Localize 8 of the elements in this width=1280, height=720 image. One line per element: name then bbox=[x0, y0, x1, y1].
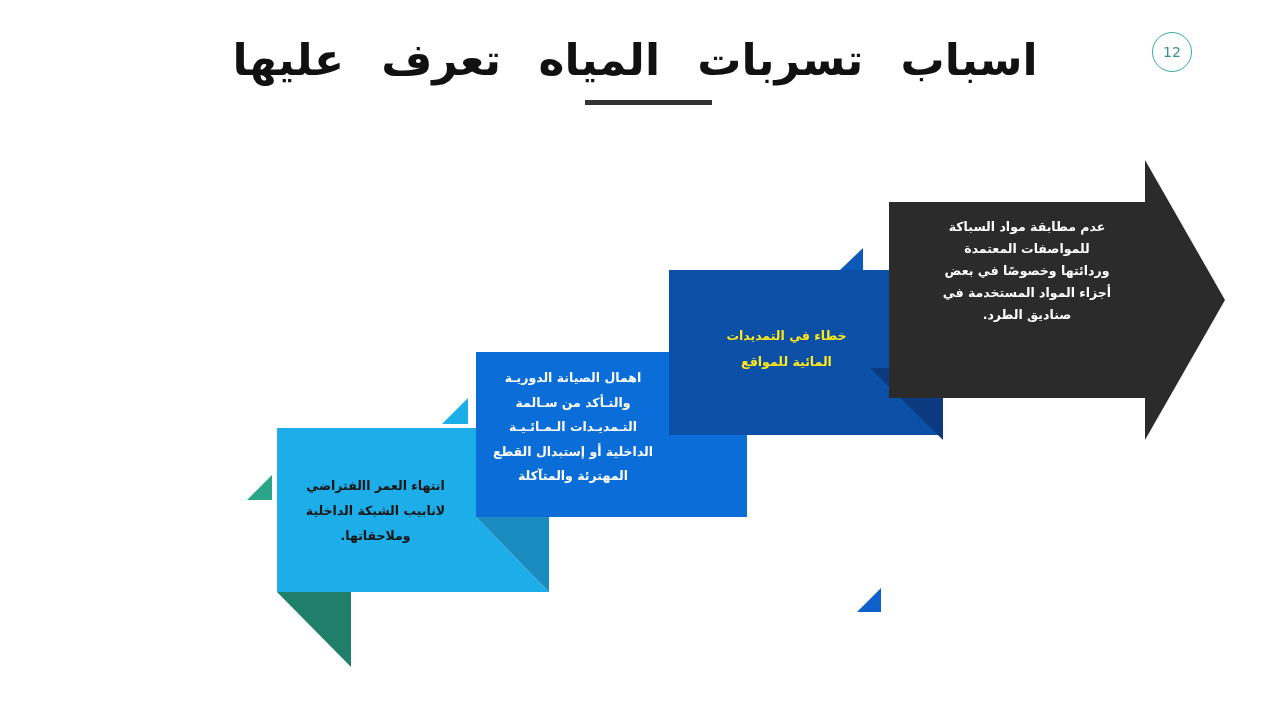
step-box bbox=[277, 428, 476, 592]
step-text: انتهاء العمر االفتراضي لانابيب الشبكة الداخلية وملاحقاتها. bbox=[304, 477, 447, 545]
step-text: عدم مطابقة مواد السباكة للمواصفات المعتمدة وردائتها وخصوصًا في بعض أجزاء المواد المستخدمة في صناديق الطرد. bbox=[941, 218, 1113, 324]
arrow-box bbox=[889, 160, 1225, 440]
step-text: خطاء في التمديدات المائية للمواقع bbox=[725, 327, 848, 371]
title: اسباب تسربات المياه تعرف عليها bbox=[231, 33, 1039, 88]
step-text: اهمال الصيانة الدوريـة والتـأكد من سـالمة التـمديـدات الـمـائـيـة الداخلية أو إستبدال القطع المهترئة والمتآكلة bbox=[491, 369, 655, 485]
step-box bbox=[476, 352, 669, 517]
